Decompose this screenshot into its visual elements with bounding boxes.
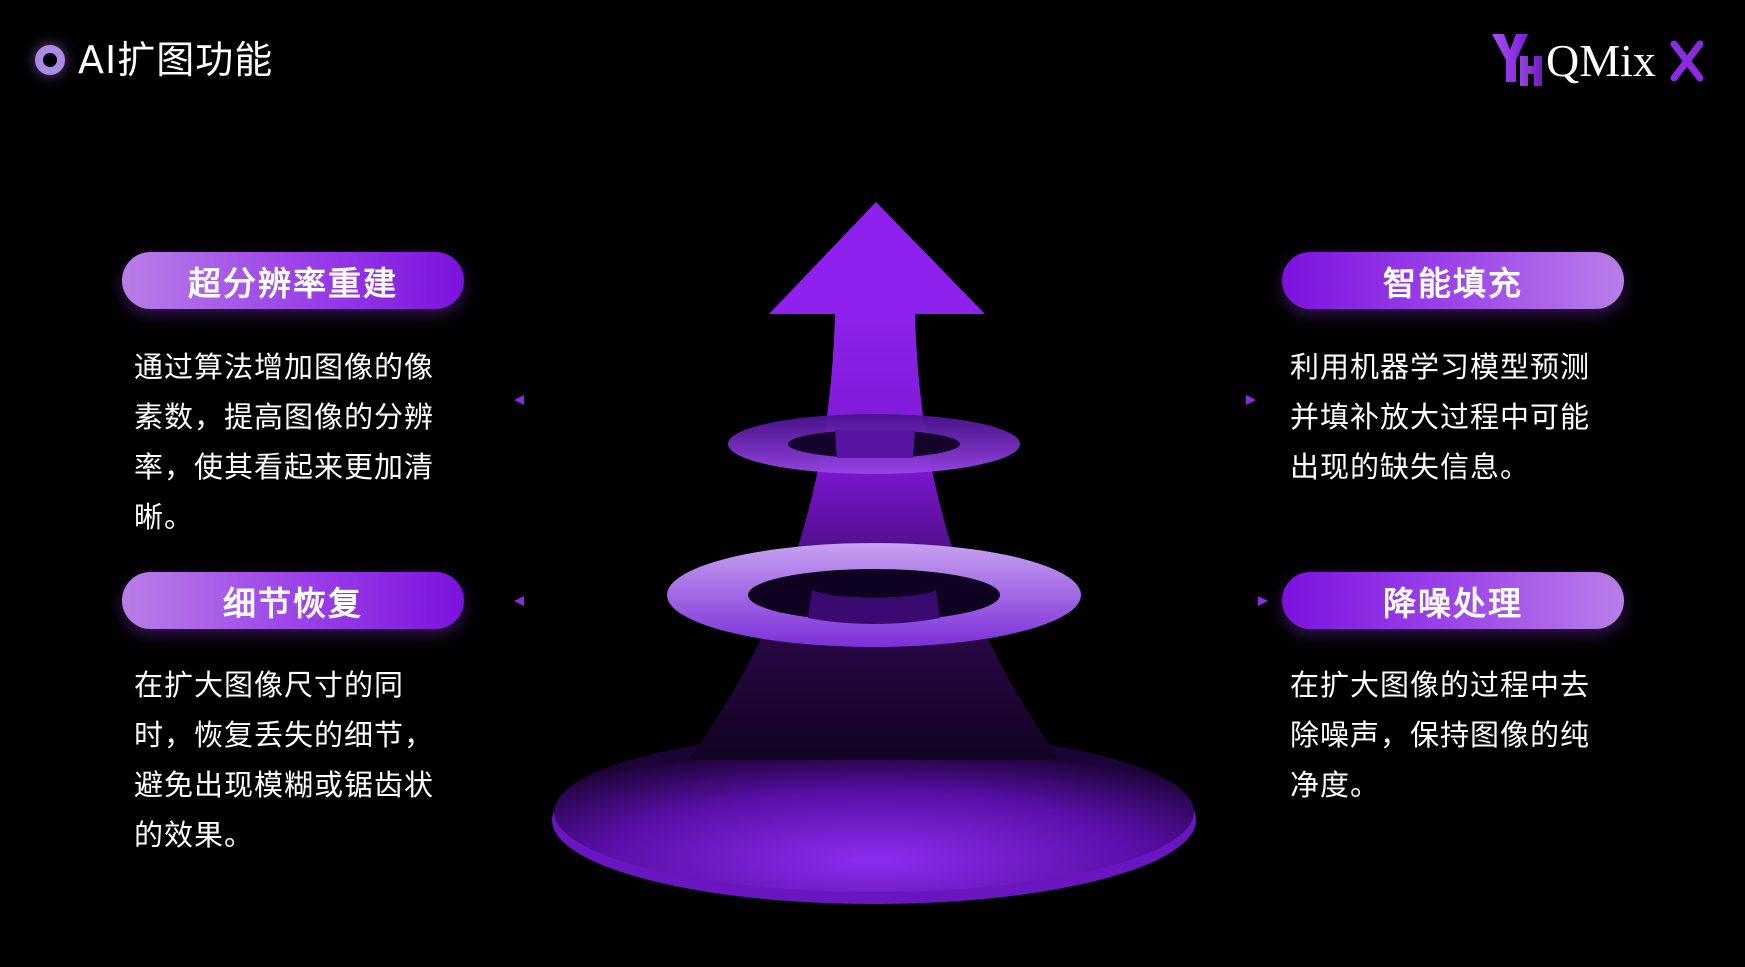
up-arrow-icon bbox=[688, 315, 1060, 760]
logo-text: QMix bbox=[1546, 35, 1656, 86]
arrow-left-icon bbox=[514, 395, 700, 405]
page-title: AI扩图功能 bbox=[78, 38, 274, 82]
feature-title-detail-recovery: 细节恢复 bbox=[122, 572, 464, 629]
feature-desc-smart-fill: 利用机器学习模型预测并填补放大过程中可能出现的缺失信息。 bbox=[1290, 350, 1591, 484]
feature-title-smart-fill: 智能填充 bbox=[1282, 252, 1624, 309]
feature-title-denoise: 降噪处理 bbox=[1282, 572, 1624, 629]
arrow-left-icon bbox=[514, 596, 640, 606]
feature-desc-detail-recovery: 在扩大图像尺寸的同时，恢复丢失的细节，避免出现模糊或锯齿状的效果。 bbox=[134, 668, 435, 852]
feature-desc-denoise: 在扩大图像的过程中去除噪声，保持图像的纯净度。 bbox=[1290, 668, 1591, 802]
ring-bullet-icon bbox=[35, 45, 65, 75]
arrow-right-icon bbox=[1050, 395, 1256, 405]
arrow-right-icon bbox=[1120, 596, 1268, 606]
logo: QMix bbox=[1492, 34, 1703, 86]
feature-desc-super-resolution: 通过算法增加图像的像素数，提高图像的分辨率，使其看起来更加清晰。 bbox=[134, 350, 435, 534]
feature-title-super-resolution: 超分辨率重建 bbox=[122, 252, 464, 309]
